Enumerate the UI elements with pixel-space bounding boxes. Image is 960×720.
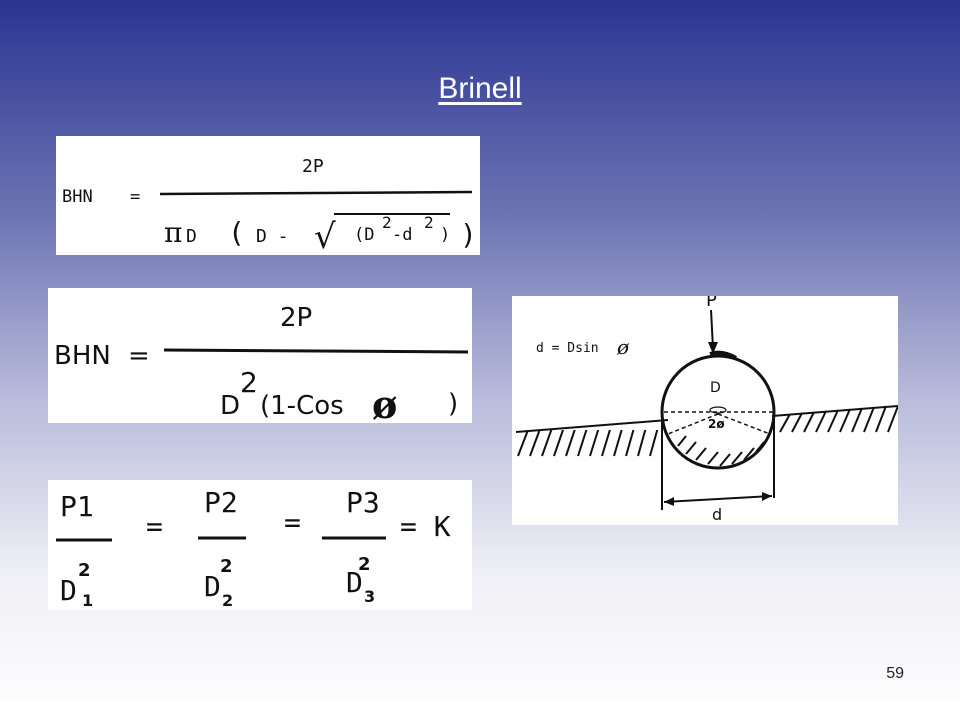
formula-bhn-general-svg: BHN = 2P π D ( D - √ (D 2 -d 2 ) ) [62, 156, 477, 255]
indenter-ball [660, 354, 776, 470]
formula1-d: D [186, 226, 197, 247]
ball-contact-mark [709, 350, 737, 360]
formula-bhn-angle-svg: BHN = 2P D 2 (1-Cos ø ) [54, 303, 469, 423]
formula3-equals-k: = K [400, 510, 451, 543]
formula2-d: D [220, 391, 240, 421]
formula1-numerator: 2P [302, 156, 324, 177]
formula2-lhs: BHN [54, 341, 111, 371]
load-arrow-head [708, 342, 718, 354]
formula1-radicand-open: (D [354, 225, 374, 245]
relation-text: d = Dsin [536, 341, 599, 356]
formula-bhn-angle: BHN = 2P D 2 (1-Cos ø ) [48, 288, 472, 423]
formula2-sup: 2 [240, 366, 258, 399]
formula2-fraction-bar [163, 348, 469, 354]
formula3-term2-sub: 2 [222, 591, 233, 610]
formula3-term3-numerator: P3 [346, 486, 380, 519]
formula1-sup-d2: 2 [424, 213, 434, 232]
formula1-minus-d: -d [392, 225, 412, 245]
dimension-line [663, 495, 773, 503]
formula3-term3-sub: 3 [364, 587, 375, 606]
formula3-term2-d: D [204, 570, 221, 603]
formula1-radicand-close: ) [440, 225, 450, 245]
slide-title: Brinell [438, 72, 522, 105]
angle-label: 2ø [708, 417, 725, 431]
formula3-term2-sup: 2 [220, 556, 233, 577]
dimension-arrow-right [762, 492, 772, 501]
angle-ray-left [667, 413, 719, 435]
angle-ray-right [717, 413, 771, 435]
formula3-term1-sup: 2 [78, 560, 91, 581]
surface-hatching-left [517, 430, 659, 457]
formula2-close-paren: ) [448, 389, 458, 419]
formula1-pi: π [164, 216, 182, 249]
ball-center-mark [709, 406, 727, 414]
formula2-equals: = [128, 341, 150, 371]
load-label: P [706, 296, 717, 311]
formula3-equals-1: = [146, 510, 163, 543]
formula3-term1-d: D [60, 574, 77, 607]
surface-hatching-right [779, 405, 898, 433]
relation-phi: ø [616, 335, 630, 359]
formula3-term3-d: D [346, 566, 363, 599]
formula3-term1-numerator: P1 [60, 490, 94, 523]
formula-load-ratio-svg: P1 2 D 1 = P2 2 D 2 = P3 2 D 3 = K [56, 486, 451, 610]
formula1-open-paren: ( [228, 216, 245, 249]
formula1-lhs: BHN [62, 187, 93, 207]
formula2-paren-expr: (1-Cos [260, 391, 344, 421]
formula2-phi: ø [372, 382, 397, 423]
formula1-close-paren: ) [460, 218, 477, 251]
brinell-diagram-svg: P d = Dsin ø D 2ø [515, 296, 898, 524]
formula3-term3-sup: 2 [358, 554, 371, 575]
formula1-d-minus: D - [256, 226, 289, 247]
page-number: 59 [886, 665, 904, 682]
formula3-equals-2: = [284, 506, 301, 539]
load-arrow-shaft [710, 309, 714, 349]
indentation-hatching [677, 435, 765, 467]
dimension-arrow-left [664, 497, 674, 506]
formula2-numerator: 2P [280, 303, 312, 333]
formula1-equals: = [130, 187, 140, 207]
width-label: d [712, 505, 722, 524]
formula1-sup-d: 2 [382, 213, 392, 232]
formula-load-ratio: P1 2 D 1 = P2 2 D 2 = P3 2 D 3 = K [48, 480, 472, 610]
ball-diameter-label: D [710, 380, 721, 396]
brinell-indentation-diagram: P d = Dsin ø D 2ø [512, 296, 898, 525]
formula3-term2-numerator: P2 [204, 486, 238, 519]
formula1-fraction-bar [159, 190, 473, 196]
formula1-sqrt-sign: √ [314, 217, 336, 255]
surface-line-left [515, 419, 669, 433]
formula-bhn-general: BHN = 2P π D ( D - √ (D 2 -d 2 ) ) [56, 136, 480, 255]
surface-line-right [771, 405, 898, 417]
formula3-term1-sub: 1 [82, 591, 93, 610]
